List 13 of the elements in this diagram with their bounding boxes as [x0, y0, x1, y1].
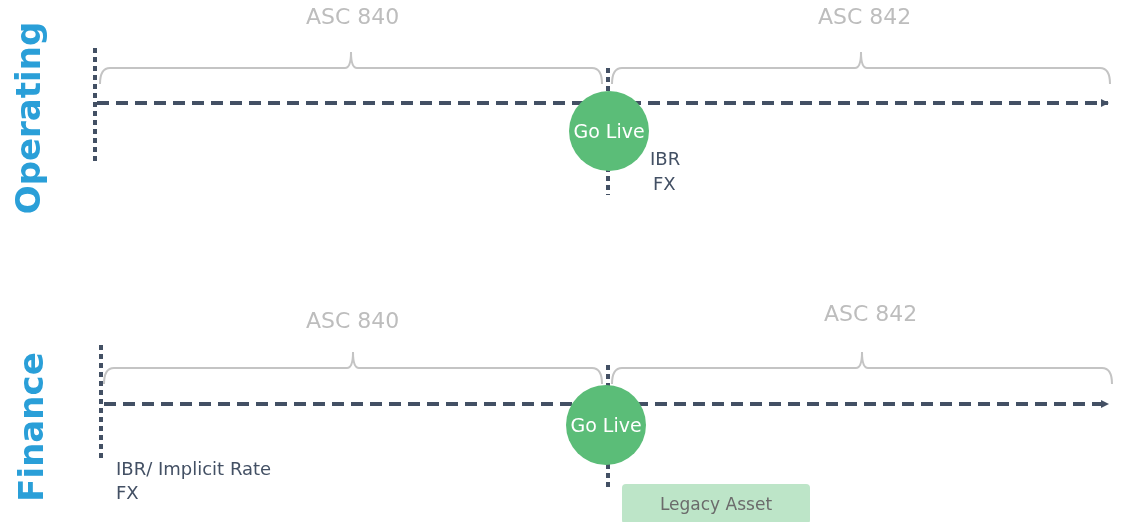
period-label: ASC 840 — [306, 4, 400, 29]
note-text: FX — [116, 482, 139, 503]
milestone-circle: Go Live — [569, 91, 649, 171]
row-heading: Operating — [8, 21, 49, 215]
status-box: Legacy Asset — [622, 484, 810, 522]
milestone-circle: Go Live — [566, 385, 646, 465]
row-heading: Finance — [10, 352, 51, 502]
note-text: IBR — [650, 148, 681, 169]
period-label: ASC 840 — [306, 308, 400, 333]
note-text: IBR/ Implicit Rate — [116, 458, 272, 479]
period-label: ASC 842 — [824, 301, 918, 326]
period-label: ASC 842 — [818, 4, 912, 29]
note-text: FX — [653, 173, 676, 194]
